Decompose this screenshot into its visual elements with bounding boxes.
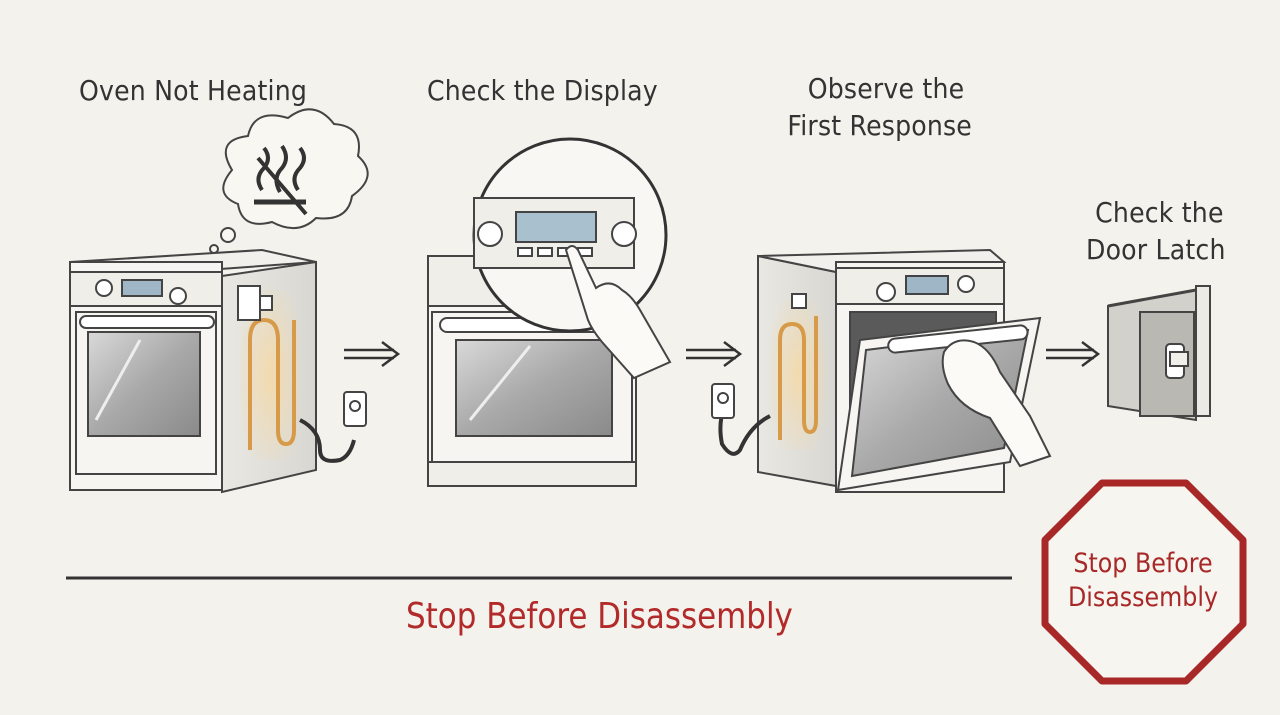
arrow-right-icon — [344, 341, 401, 367]
footer-warning-label: Stop Before Disassembly — [406, 596, 793, 637]
step-1-title: Oven Not Heating — [79, 72, 307, 109]
hand-icon — [564, 245, 672, 380]
step-3-title: Observe the First Response — [787, 70, 972, 144]
oven-display-illustration — [427, 137, 672, 487]
stop-sign-label: Stop Before Disassembly — [1057, 547, 1229, 615]
step-3-title-line-1: Observe the — [807, 72, 965, 105]
no-heat-thought-bubble-icon — [209, 108, 369, 254]
step-4-title-line-1: Check the — [1095, 196, 1224, 229]
step-3-title-line-2: First Response — [787, 109, 972, 142]
stop-sign-icon — [1041, 479, 1247, 685]
stop-sign-line-2: Disassembly — [1067, 582, 1219, 613]
arrow-right-icon — [686, 341, 743, 367]
stop-sign-line-1: Stop Before — [1073, 548, 1213, 579]
hand-icon — [941, 339, 1052, 468]
step-4-title: Check the Door Latch — [1086, 194, 1226, 268]
step-4-title-line-2: Door Latch — [1086, 233, 1226, 266]
step-1-title-line: Oven Not Heating — [79, 74, 308, 107]
power-outlet-icon — [343, 391, 367, 427]
oven-not-heating-illustration — [69, 108, 369, 494]
arrow-right-icon — [1046, 341, 1101, 367]
door-latch-illustration — [1107, 285, 1211, 422]
step-2-title-line: Check the Display — [427, 74, 658, 107]
step-2-title: Check the Display — [427, 72, 658, 109]
oven-open-door-illustration — [711, 248, 1052, 493]
